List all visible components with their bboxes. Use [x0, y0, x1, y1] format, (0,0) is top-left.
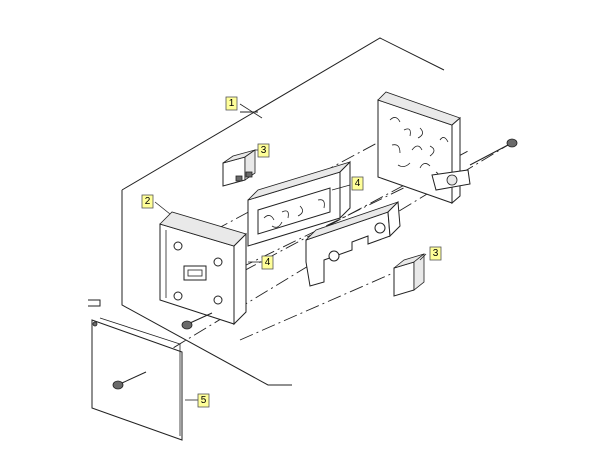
callout-2-text: 2 [145, 196, 151, 207]
screw-left-front [181, 312, 213, 330]
callout-1: 1 [225, 96, 238, 111]
relay-block-upper [222, 149, 256, 187]
callout-3b: 3 [429, 246, 442, 261]
relay-block-lower [393, 253, 425, 297]
front-cover-panel [88, 299, 183, 441]
left-front-panel [159, 211, 247, 326]
screw-front-cover [112, 371, 147, 390]
callout-4b-text: 4 [265, 257, 271, 268]
right-end-panel [377, 91, 471, 205]
callout-1-text: 1 [229, 98, 235, 109]
callout-5-text: 5 [201, 395, 207, 406]
callout-3a-text: 3 [261, 145, 267, 156]
callout-4a-text: 4 [355, 178, 361, 189]
callout-3a: 3 [257, 143, 270, 158]
callout-4b: 4 [261, 255, 274, 270]
foam-block-upper [247, 160, 351, 247]
callout-leaders [154, 103, 427, 401]
screw-right [469, 138, 518, 166]
callout-3b-text: 3 [433, 248, 439, 259]
foam-block-lower [305, 200, 401, 287]
callout-2: 2 [141, 194, 154, 209]
callout-5: 5 [197, 393, 210, 408]
callout-4a: 4 [351, 176, 364, 191]
assembly-bracket-outline [121, 37, 445, 386]
